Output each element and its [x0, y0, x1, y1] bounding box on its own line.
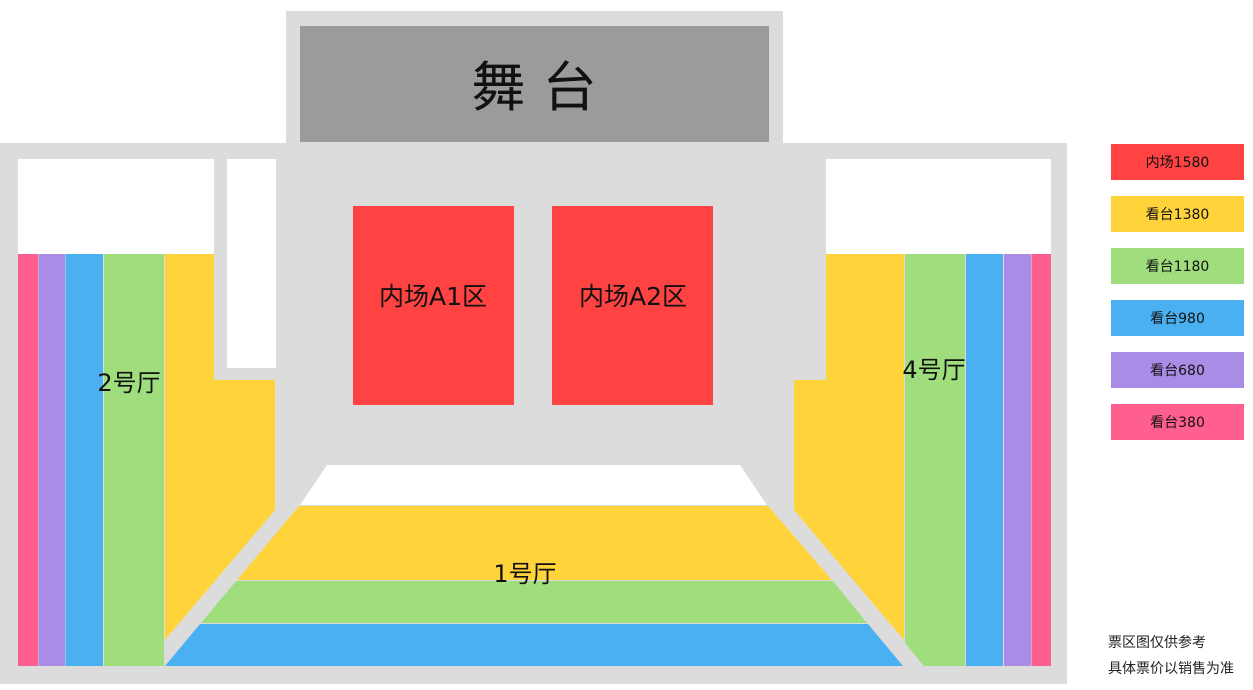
hall4-section-980[interactable]: [966, 254, 1003, 666]
hall1-section-1380[interactable]: [237, 506, 832, 580]
hall2-section-1180[interactable]: [104, 254, 164, 666]
legend-item-label: 看台1180: [1145, 259, 1210, 275]
zone-a1[interactable]: [353, 206, 514, 405]
hall2-section-1380[interactable]: [165, 254, 275, 640]
legend-item-inner-1580[interactable]: 内场1580: [1111, 144, 1244, 180]
disclaimer-line-1: 票区图仅供参考: [1108, 635, 1206, 651]
legend-item-stand-980[interactable]: 看台980: [1111, 300, 1244, 336]
hall2-sections[interactable]: [18, 254, 275, 666]
hall1-label: 1号厅: [493, 560, 556, 588]
price-legend: 内场1580 看台1380 看台1180 看台980 看台680 看台380: [1111, 144, 1244, 456]
hall1-section-1180[interactable]: [201, 581, 867, 623]
zone-a1-label: 内场A1区: [379, 282, 487, 311]
hall1-section-980[interactable]: [165, 624, 903, 666]
hall4-section-680[interactable]: [1004, 254, 1031, 666]
legend-item-stand-380[interactable]: 看台380: [1111, 404, 1244, 440]
hall2-section-680[interactable]: [38, 254, 66, 666]
legend-item-label: 看台380: [1150, 415, 1205, 431]
disclaimer-note: 票区图仅供参考 具体票价以销售为准: [1108, 630, 1234, 682]
left-pillar-void: [227, 159, 276, 368]
stage-label: 舞 台: [471, 56, 596, 119]
hall1-void: [300, 465, 767, 505]
legend-item-label: 看台1380: [1145, 207, 1210, 223]
hall2-section-380[interactable]: [18, 254, 38, 666]
zone-a2-label: 内场A2区: [579, 282, 687, 311]
hall4-sections[interactable]: [794, 254, 1051, 666]
right-void: [826, 159, 1051, 254]
legend-item-label: 内场1580: [1145, 155, 1210, 171]
zone-a2[interactable]: [552, 206, 713, 405]
hall2-section-980[interactable]: [65, 254, 104, 666]
legend-item-label: 看台980: [1150, 311, 1205, 327]
legend-item-stand-1380[interactable]: 看台1380: [1111, 196, 1244, 232]
hall4-section-1380[interactable]: [794, 254, 904, 640]
stage: [300, 26, 769, 142]
hall2-label: 2号厅: [97, 369, 160, 397]
hall4-section-380[interactable]: [1031, 254, 1052, 666]
legend-item-stand-1180[interactable]: 看台1180: [1111, 248, 1244, 284]
hall4-label: 4号厅: [902, 356, 965, 384]
legend-item-stand-680[interactable]: 看台680: [1111, 352, 1244, 388]
disclaimer-line-2: 具体票价以销售为准: [1108, 661, 1234, 677]
hall4-section-1180[interactable]: [905, 254, 965, 666]
legend-item-label: 看台680: [1150, 363, 1205, 379]
left-void: [18, 159, 214, 254]
